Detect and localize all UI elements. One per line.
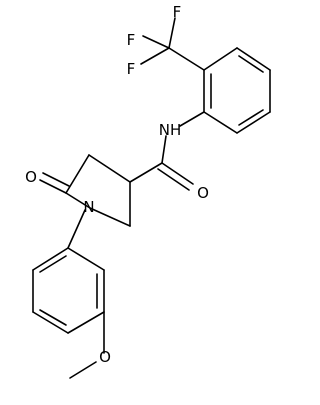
bond <box>32 247 69 271</box>
atom-label-f2: F <box>173 3 182 21</box>
atom-label-text: O <box>197 184 209 202</box>
bond <box>179 111 205 127</box>
atom-label-n-ring: N <box>83 198 94 216</box>
trifluoromethyl-group <box>140 17 205 71</box>
bond <box>89 207 131 227</box>
bond <box>88 154 131 183</box>
bond <box>142 35 170 49</box>
bond <box>203 47 238 71</box>
atom-label-text: F <box>127 31 136 49</box>
atom-label-text: O <box>25 168 37 186</box>
atom-label-o-ether: O <box>99 348 111 366</box>
bond <box>42 172 70 187</box>
atom-label-text: F <box>173 3 182 21</box>
bond <box>140 47 170 65</box>
methoxy-group <box>69 311 105 379</box>
bond <box>129 162 163 183</box>
bond <box>238 55 264 73</box>
atom-label-nh: NH <box>159 121 182 139</box>
aryl-ring-bottom <box>32 247 105 334</box>
bond <box>161 135 167 164</box>
bond <box>168 17 176 49</box>
atom-label-f3: F <box>127 60 136 78</box>
atom-label-text: N <box>83 198 94 216</box>
bond <box>236 47 271 71</box>
bond <box>39 309 67 326</box>
atom-label-text: O <box>99 348 111 366</box>
aryl-ring-top <box>203 47 271 134</box>
bond <box>65 154 90 194</box>
amide-group <box>129 111 205 191</box>
bond <box>67 311 105 334</box>
atom-label-o-lactam: O <box>25 168 37 186</box>
bond <box>161 162 194 185</box>
atom-label-f1: F <box>127 31 136 49</box>
bond <box>65 192 91 209</box>
atom-label-text: NH <box>159 121 182 139</box>
bond <box>238 109 264 126</box>
bond <box>32 311 69 334</box>
bond <box>168 47 205 71</box>
atom-label-text: F <box>127 60 136 78</box>
pyrrolidinone-ring <box>39 154 131 227</box>
bond <box>39 179 67 194</box>
bond <box>236 111 271 134</box>
atom-label-o-amide: O <box>197 184 209 202</box>
molecule-structure: F F F NH O O N O <box>25 3 271 379</box>
bond <box>67 209 86 249</box>
bond <box>67 247 105 271</box>
bond <box>203 111 238 134</box>
bond <box>157 168 190 191</box>
bond <box>39 255 67 273</box>
bond <box>69 361 97 379</box>
